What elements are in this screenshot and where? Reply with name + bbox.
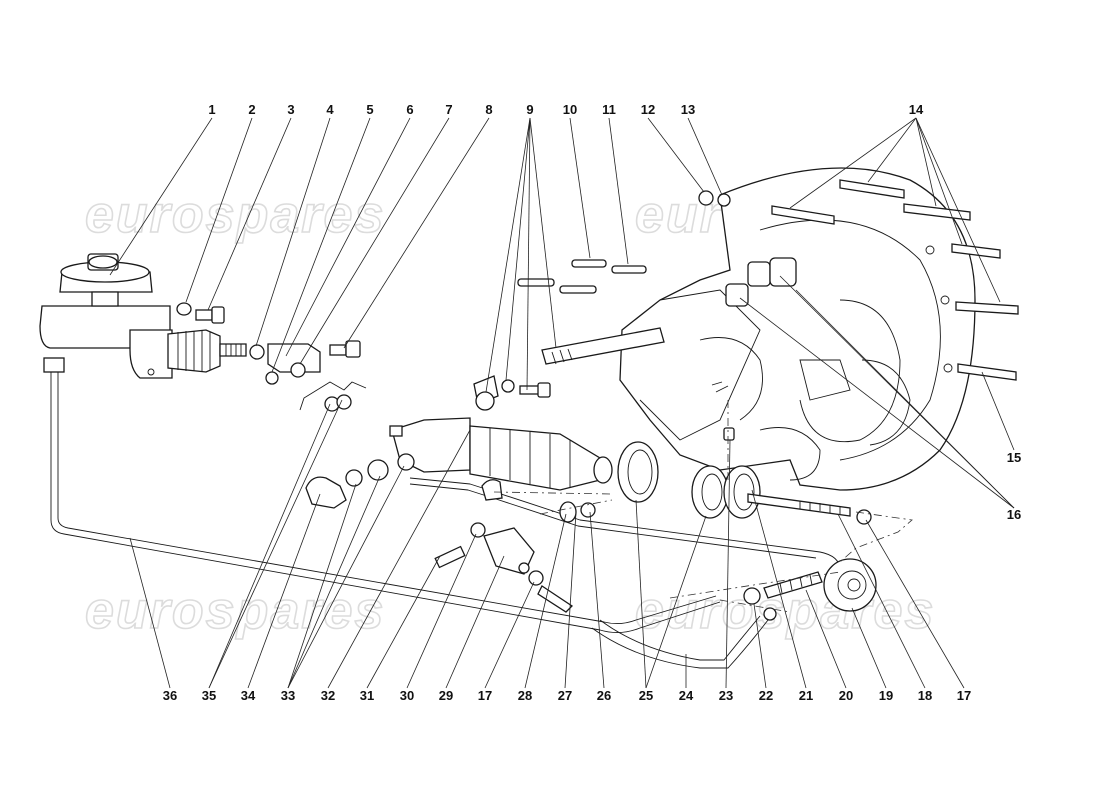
callout-number: 27 <box>558 688 572 703</box>
callout-number: 23 <box>719 688 733 703</box>
watermark-text: eurospares <box>85 186 385 244</box>
callout-number: 30 <box>400 688 414 703</box>
callout-numbers: 1 2 3 4 5 6 7 8 9 10 11 12 13 14 15 16 3… <box>163 102 1021 703</box>
callout-number: 20 <box>839 688 853 703</box>
callout-number: 32 <box>321 688 335 703</box>
callout-number: 2 <box>248 102 255 117</box>
callout-number: 14 <box>909 102 924 117</box>
callout-number: 3 <box>287 102 294 117</box>
callout-number: 19 <box>879 688 893 703</box>
callout-number: 11 <box>602 102 616 117</box>
callout-number: 17 <box>478 688 492 703</box>
watermark-text: eurospares <box>85 582 385 640</box>
callout-number: 8 <box>485 102 492 117</box>
callout-number: 36 <box>163 688 177 703</box>
callout-number: 35 <box>202 688 216 703</box>
callout-number: 25 <box>639 688 653 703</box>
housing-studs <box>771 179 1019 381</box>
seals-25 <box>617 441 761 519</box>
callout-number: 18 <box>918 688 932 703</box>
callout-number: 22 <box>759 688 773 703</box>
callout-number: 7 <box>445 102 452 117</box>
push-rod-and-pulley <box>743 493 877 621</box>
release-fork-shaft <box>473 257 797 441</box>
callout-number: 33 <box>281 688 295 703</box>
callout-number: 12 <box>641 102 655 117</box>
callout-number: 17 <box>957 688 971 703</box>
banjo-and-bleed-parts <box>305 459 596 613</box>
clutch-bell-housing <box>619 167 976 491</box>
clutch-master-cylinder <box>39 253 247 379</box>
clutch-slave-cylinder <box>389 417 613 491</box>
callout-number: 15 <box>1007 450 1021 465</box>
callout-number: 26 <box>597 688 611 703</box>
callout-number: 24 <box>679 688 694 703</box>
assembly-axes <box>493 400 913 613</box>
callout-number: 21 <box>799 688 813 703</box>
bushings-and-pins <box>517 190 731 294</box>
callout-number: 16 <box>1007 507 1021 522</box>
callout-number: 5 <box>366 102 373 117</box>
callout-number: 13 <box>681 102 695 117</box>
callout-number: 6 <box>406 102 413 117</box>
callout-number: 34 <box>241 688 256 703</box>
callout-number: 31 <box>360 688 374 703</box>
callout-number: 10 <box>563 102 577 117</box>
leader-lines <box>109 117 1015 689</box>
callout-number: 4 <box>326 102 334 117</box>
callout-number: 1 <box>208 102 215 117</box>
callout-number: 9 <box>526 102 533 117</box>
callout-number: 28 <box>518 688 532 703</box>
callout-number: 29 <box>439 688 453 703</box>
